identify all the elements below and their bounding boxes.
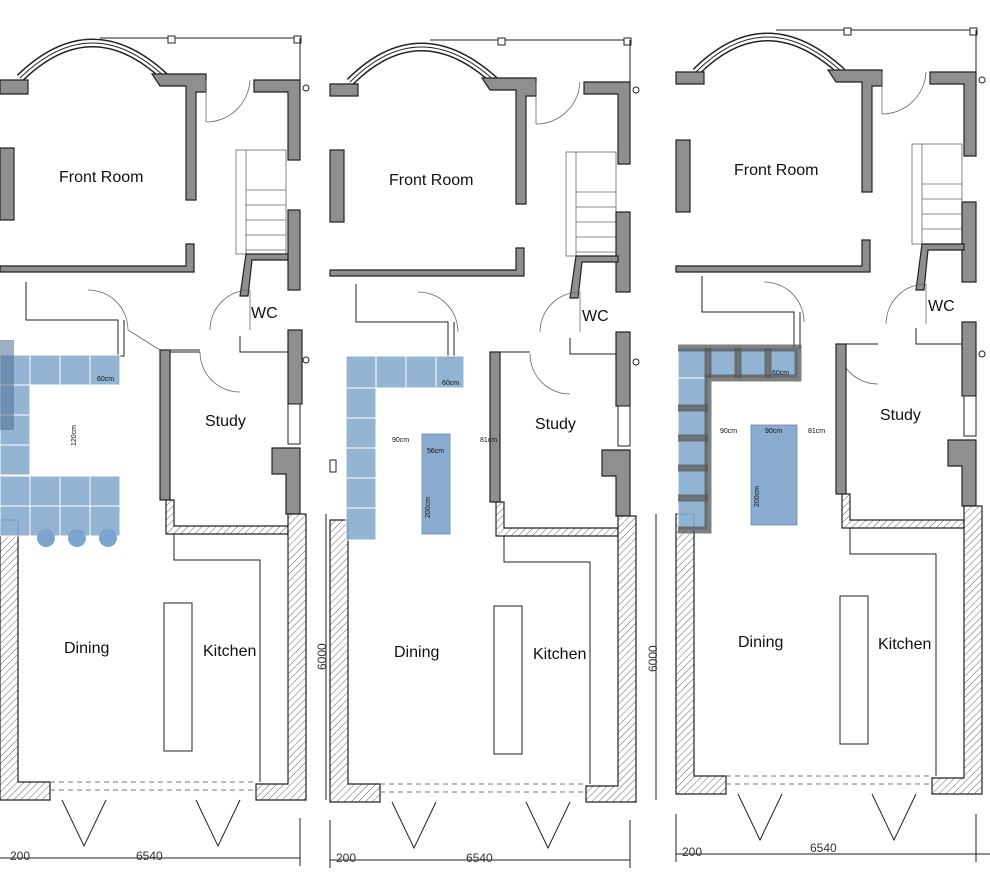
kitchen-units-3 — [677, 344, 802, 534]
unit-label-200: 200cm — [425, 497, 432, 518]
dim-left-3: 200 — [682, 845, 702, 859]
room-dining-3: Dining — [738, 634, 783, 651]
room-front-room-3: Front Room — [734, 162, 818, 179]
room-study-2: Study — [535, 416, 576, 433]
room-wc-3: WC — [928, 298, 955, 315]
unit-label-120: 120cm — [71, 425, 78, 446]
dim-width-2: 6540 — [466, 851, 493, 865]
unit-label-90: 90cm — [392, 437, 409, 444]
plan-2: 200 6540 6000 6000 60cm 90cm 56cm 81cm 2… — [315, 37, 660, 868]
room-dining-1: Dining — [64, 640, 109, 657]
room-kitchen-1: Kitchen — [203, 643, 256, 660]
dim-depth-2b: 6000 — [646, 645, 660, 672]
unit-label-81: 81cm — [808, 428, 825, 435]
room-kitchen-3: Kitchen — [878, 636, 931, 653]
room-wc-2: WC — [582, 308, 609, 325]
unit-label-200: 200cm — [754, 486, 761, 507]
dim-width-3: 6540 — [810, 841, 837, 855]
dim-left-2: 200 — [336, 851, 356, 865]
room-study-3: Study — [880, 407, 921, 424]
room-front-room-1: Front Room — [59, 169, 143, 186]
dim-width-1: 6540 — [136, 849, 163, 863]
unit-label-56: 56cm — [427, 448, 444, 455]
unit-label-60: 60cm — [442, 380, 459, 387]
room-wc-1: WC — [251, 305, 278, 322]
plan-3: 200 6540 60cm 90cm 90cm 81cm 200cm — [675, 27, 990, 862]
unit-label-60: 60cm — [772, 370, 789, 377]
unit-label-81: 81cm — [480, 437, 497, 444]
room-study-1: Study — [205, 413, 246, 430]
unit-label-90-island: 90cm — [765, 428, 782, 435]
kitchen-units-2 — [345, 355, 465, 541]
unit-label-60: 60cm — [97, 376, 114, 383]
dim-depth-2a: 6000 — [315, 643, 329, 670]
plan-1: 200 6540 60cm 120cm Front Room — [0, 35, 310, 866]
room-kitchen-2: Kitchen — [533, 646, 586, 663]
kitchen-units-1 — [0, 340, 121, 547]
room-dining-2: Dining — [394, 644, 439, 661]
unit-label-90: 90cm — [720, 428, 737, 435]
dim-left-1: 200 — [10, 849, 30, 863]
room-front-room-2: Front Room — [389, 172, 473, 189]
